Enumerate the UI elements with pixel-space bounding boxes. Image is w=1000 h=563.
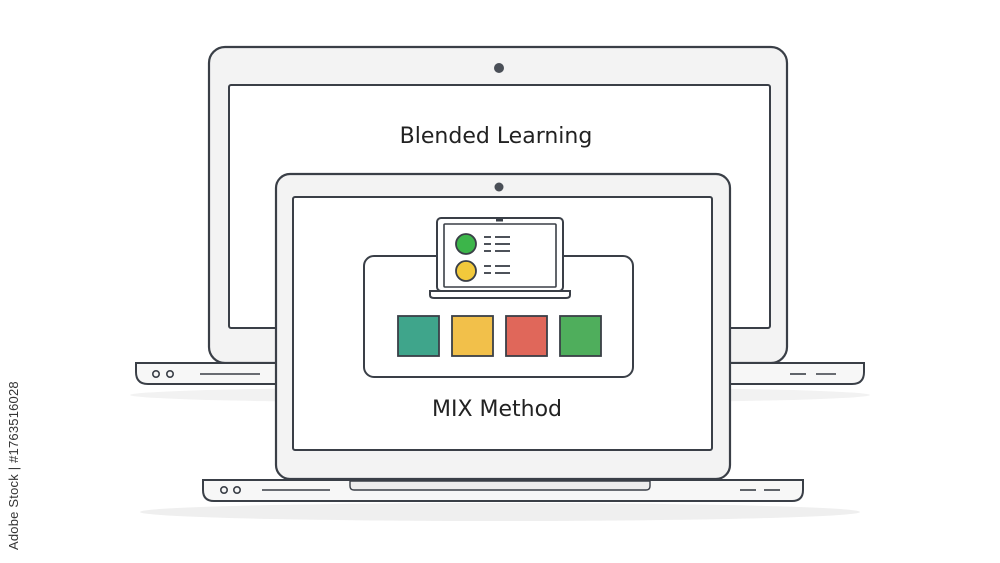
back-laptop-port [152,369,161,378]
status-dot-green-icon [455,233,477,255]
front-laptop: MIX Method [202,172,804,502]
red-tile [505,315,548,357]
front-laptop-shadow [140,503,860,521]
green-tile [559,315,602,357]
back-laptop-title: Blended Learning [400,124,593,149]
back-laptop-port [166,369,175,378]
yellow-tile [451,315,494,357]
front-laptop-port [233,485,242,494]
mini-laptop-icon [429,217,571,299]
mini-laptop-base [429,290,571,299]
front-laptop-camera [494,182,504,192]
back-laptop-camera [494,63,504,73]
status-dot-yellow-icon [455,260,477,282]
front-laptop-trackpad-notch [349,480,651,491]
front-laptop-caption: MIX Method [432,397,562,422]
front-laptop-port [220,485,229,494]
teal-tile [397,315,440,357]
color-tiles [397,315,602,357]
stock-watermark: Adobe Stock | #1763516028 [6,381,21,550]
mini-laptop-camera [496,219,503,222]
